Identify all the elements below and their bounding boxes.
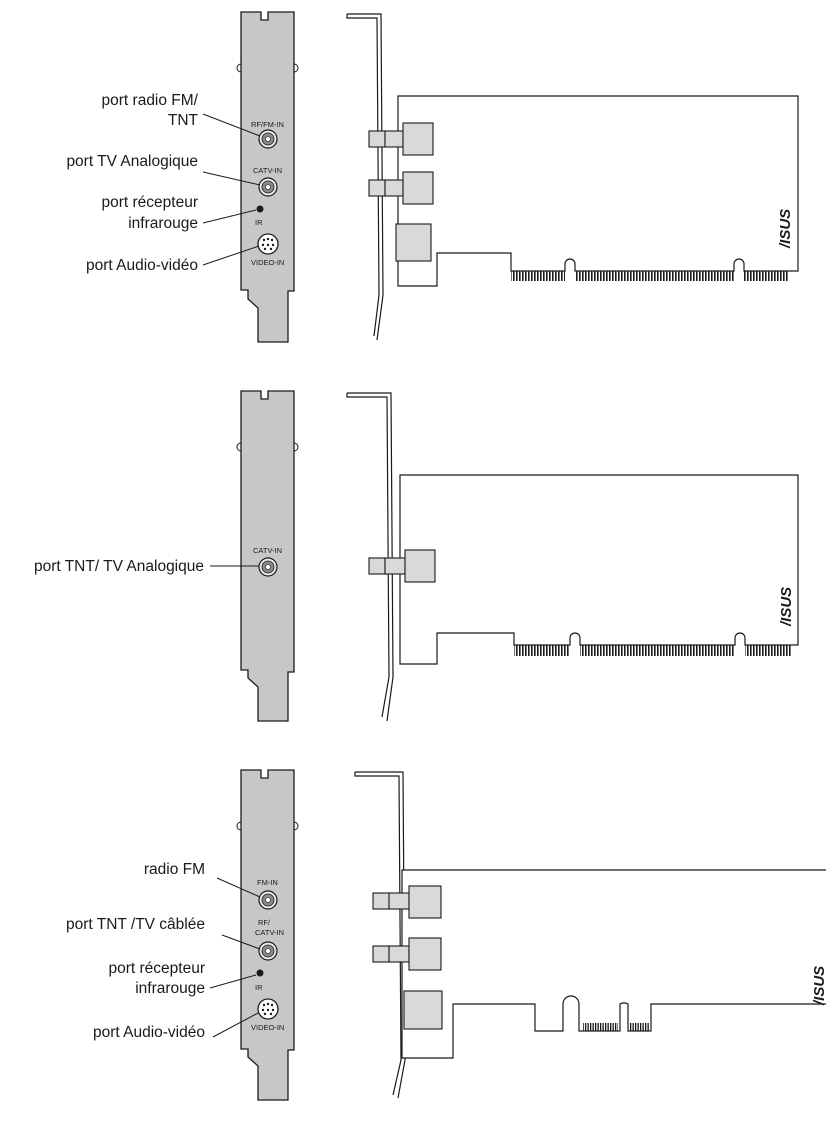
mini-din-port-video <box>257 233 279 255</box>
callout-audio-video: port Audio-vidéo <box>86 257 198 274</box>
port-label-rf: RF/ <box>258 918 271 927</box>
leader-line <box>202 245 260 266</box>
callout-ir-line1: port récepteur <box>109 960 206 977</box>
bracket-notch <box>236 821 242 831</box>
leader-line <box>202 209 257 224</box>
leader-line <box>202 171 261 186</box>
leader-line <box>212 1012 259 1038</box>
connector-stub <box>372 892 390 910</box>
pcie-card <box>401 869 826 1059</box>
connector-stub <box>384 557 406 575</box>
ir-receiver-port <box>256 969 264 977</box>
connector-stub <box>388 945 410 963</box>
callout-tnt-tv-analog: port TNT/ TV Analogique <box>34 558 204 575</box>
connector-stub <box>384 179 404 197</box>
bracket-front-1 <box>240 11 295 343</box>
pcie-edge-connector <box>583 1023 649 1031</box>
bracket-side-view <box>346 13 384 341</box>
bracket-side-view <box>346 392 394 722</box>
callout-ir-line2: infrarouge <box>135 980 205 997</box>
connector-stub <box>388 892 410 910</box>
leader-line <box>221 934 261 950</box>
connector-block <box>404 549 436 583</box>
bracket-side-view <box>354 771 406 1099</box>
connector-block <box>402 122 434 156</box>
callout-ir-line2: infrarouge <box>128 215 198 232</box>
connector-block <box>395 223 432 262</box>
callout-ir-line1: port récepteur <box>102 194 199 211</box>
bracket-front-3 <box>240 769 295 1101</box>
connector-stub <box>368 130 386 148</box>
connector-block <box>402 171 434 205</box>
connector-stub <box>384 130 404 148</box>
callout-audio-video: port Audio-vidéo <box>93 1024 205 1041</box>
ir-receiver-port <box>256 205 264 213</box>
coax-port-catv <box>258 557 278 577</box>
asus-logo: /ISUS <box>777 209 794 249</box>
bracket-notch <box>293 63 299 73</box>
diagram-card-3: FM-IN RF/ CATV-IN IR VIDEO-IN radio FM p… <box>66 769 826 1101</box>
port-label-fm-in: FM-IN <box>257 878 278 887</box>
coax-port-fm <box>258 890 278 910</box>
asus-logo: /ISUS <box>811 966 826 1006</box>
bracket-notch <box>293 442 299 452</box>
port-label-catv-in: CATV-IN <box>255 928 284 937</box>
callout-radio-fm-tnt-line2: TNT <box>168 112 199 129</box>
leader-line <box>216 877 261 898</box>
port-label-ir: IR <box>255 218 263 227</box>
pcb-card <box>397 95 799 287</box>
connector-block <box>403 990 443 1030</box>
diagram-card-1: RF/FM-IN CATV-IN IR VIDEO-IN port radio … <box>66 11 799 343</box>
port-label-rf-fm-in: RF/FM-IN <box>251 120 284 129</box>
callout-radio-fm-tnt-line1: port radio FM/ <box>102 92 199 109</box>
leader-line <box>202 113 261 137</box>
port-label-video-in: VIDEO-IN <box>251 258 284 267</box>
port-label-video-in: VIDEO-IN <box>251 1023 284 1032</box>
coax-port-rf-fm <box>258 129 278 149</box>
connector-stub <box>372 945 390 963</box>
connector-block <box>408 885 442 919</box>
callout-radio-fm: radio FM <box>144 861 205 878</box>
callout-tnt-tv-cable: port TNT /TV câblée <box>66 916 205 933</box>
callout-tv-analog: port TV Analogique <box>66 153 198 170</box>
asus-logo: /ISUS <box>778 587 795 627</box>
coax-port-catv <box>258 177 278 197</box>
pcb-card <box>399 474 799 665</box>
diagram-card-2: CATV-IN port TNT/ TV Analogique /ISUS <box>34 390 799 722</box>
connector-block <box>408 937 442 971</box>
leader-line <box>209 974 257 989</box>
port-label-catv-in: CATV-IN <box>253 166 282 175</box>
port-label-ir: IR <box>255 983 263 992</box>
coax-port-rf-catv <box>258 941 278 961</box>
bracket-front-2 <box>240 390 295 722</box>
bracket-notch <box>236 442 242 452</box>
pci-edge-connector <box>511 271 789 281</box>
bracket-notch <box>293 821 299 831</box>
bracket-notch <box>236 63 242 73</box>
mini-din-port-video <box>257 998 279 1020</box>
pci-edge-connector <box>514 645 791 656</box>
port-label-catv-in: CATV-IN <box>253 546 282 555</box>
connector-stub <box>368 179 386 197</box>
connector-stub <box>368 557 386 575</box>
